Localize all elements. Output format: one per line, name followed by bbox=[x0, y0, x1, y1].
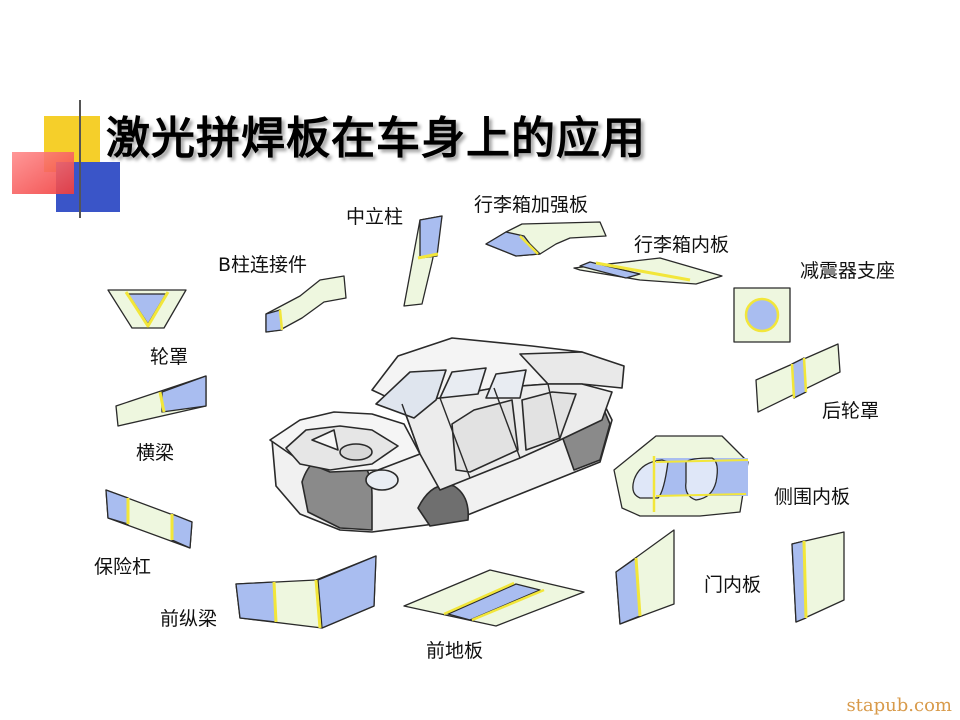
label-rear-wheel-housing: 后轮罩 bbox=[822, 400, 880, 422]
door-inner-panel-left-part bbox=[615, 529, 675, 625]
trunk-reinforcement-part bbox=[485, 221, 607, 257]
label-crossbeam: 横梁 bbox=[136, 442, 175, 464]
front-floor-part bbox=[403, 569, 585, 627]
rear-wheel-housing-part bbox=[755, 343, 841, 413]
label-front-floor: 前地板 bbox=[426, 640, 484, 662]
watermark: stapub.com bbox=[846, 695, 952, 716]
label-wheel-housing: 轮罩 bbox=[150, 346, 189, 368]
label-front-rail: 前纵梁 bbox=[160, 608, 218, 630]
label-center-pillar: 中立柱 bbox=[346, 206, 404, 228]
label-shock-absorber-seat: 减震器支座 bbox=[800, 260, 896, 282]
front-rail-part bbox=[235, 555, 377, 629]
center-pillar-part bbox=[403, 215, 443, 307]
wheel-housing-part bbox=[107, 289, 187, 329]
car-body-illustration bbox=[269, 337, 625, 533]
label-side-inner-panel: 侧围内板 bbox=[774, 486, 851, 508]
label-trunk-inner-panel: 行李箱内板 bbox=[634, 234, 730, 256]
b-pillar-connector-part bbox=[265, 275, 347, 333]
shock-absorber-seat-part bbox=[733, 287, 791, 343]
label-bumper: 保险杠 bbox=[94, 556, 152, 578]
label-door-inner-panel: 门内板 bbox=[704, 574, 762, 596]
crossbeam-part bbox=[115, 375, 207, 427]
label-b-pillar-connector: B柱连接件 bbox=[218, 254, 308, 276]
trunk-inner-panel-part bbox=[573, 257, 723, 285]
side-inner-panel-part bbox=[613, 435, 749, 517]
slide-title: 激光拼焊板在车身上的应用 bbox=[106, 113, 646, 164]
bumper-part bbox=[105, 489, 193, 549]
label-trunk-reinforcement: 行李箱加强板 bbox=[474, 194, 589, 216]
door-inner-panel-right-part bbox=[791, 531, 845, 623]
